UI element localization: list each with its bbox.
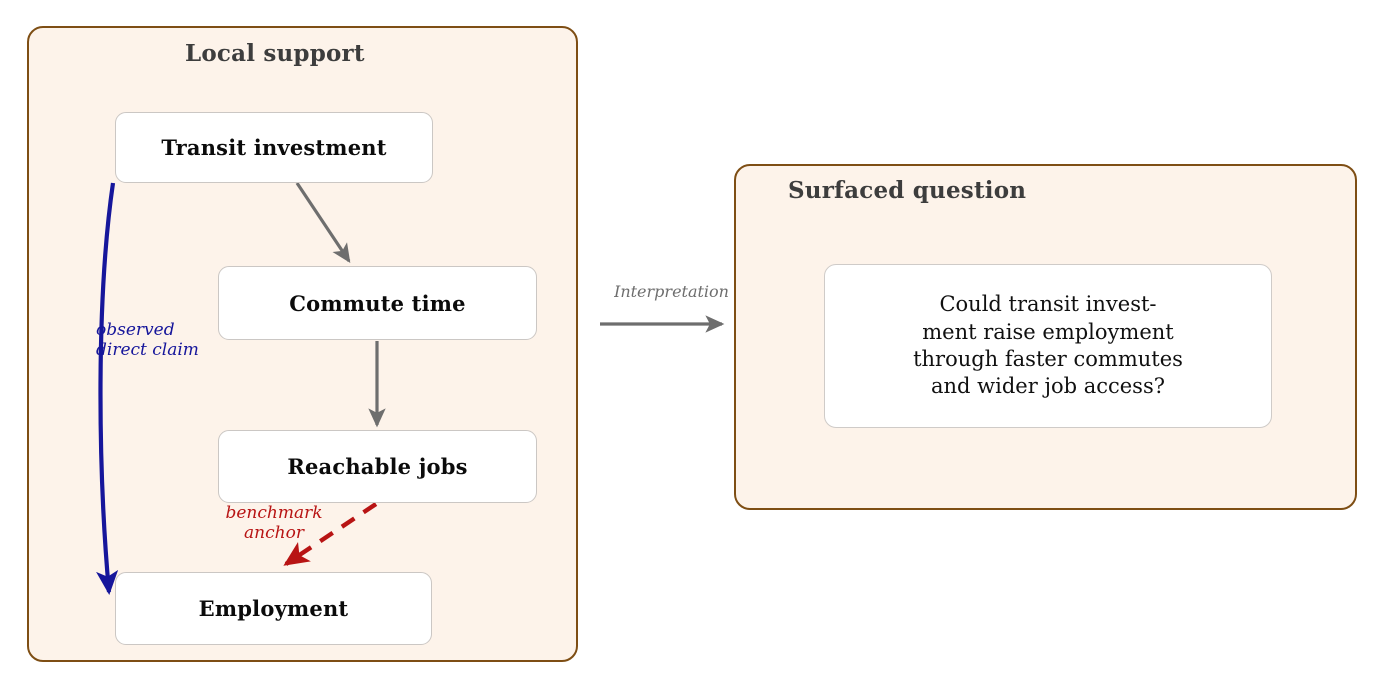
node-commute-time[interactable]: Commute time: [218, 266, 537, 340]
node-commute-time-label: Commute time: [289, 290, 466, 316]
node-reachable-jobs[interactable]: Reachable jobs: [218, 430, 537, 503]
edge-label-interpretation-clip: Interpretation: [614, 278, 734, 308]
edge-label-observed-direct-claim: observed direct claim: [96, 320, 199, 361]
node-transit-investment[interactable]: Transit investment: [115, 112, 433, 183]
surfaced-question-box[interactable]: Could transit invest- ment raise employm…: [824, 264, 1272, 428]
edge-label-benchmark-anchor: benchmark anchor: [225, 503, 323, 544]
node-employment-label: Employment: [198, 596, 349, 621]
panel-local-support-title: Local support: [185, 40, 365, 67]
node-reachable-jobs-label: Reachable jobs: [287, 454, 468, 479]
edge-label-interpretation: Interpretation: [614, 282, 729, 301]
surfaced-question-text: Could transit invest- ment raise employm…: [913, 292, 1183, 399]
panel-surfaced-question-title: Surfaced question: [788, 177, 1027, 204]
node-transit-investment-label: Transit investment: [161, 135, 387, 160]
node-employment[interactable]: Employment: [115, 572, 432, 645]
